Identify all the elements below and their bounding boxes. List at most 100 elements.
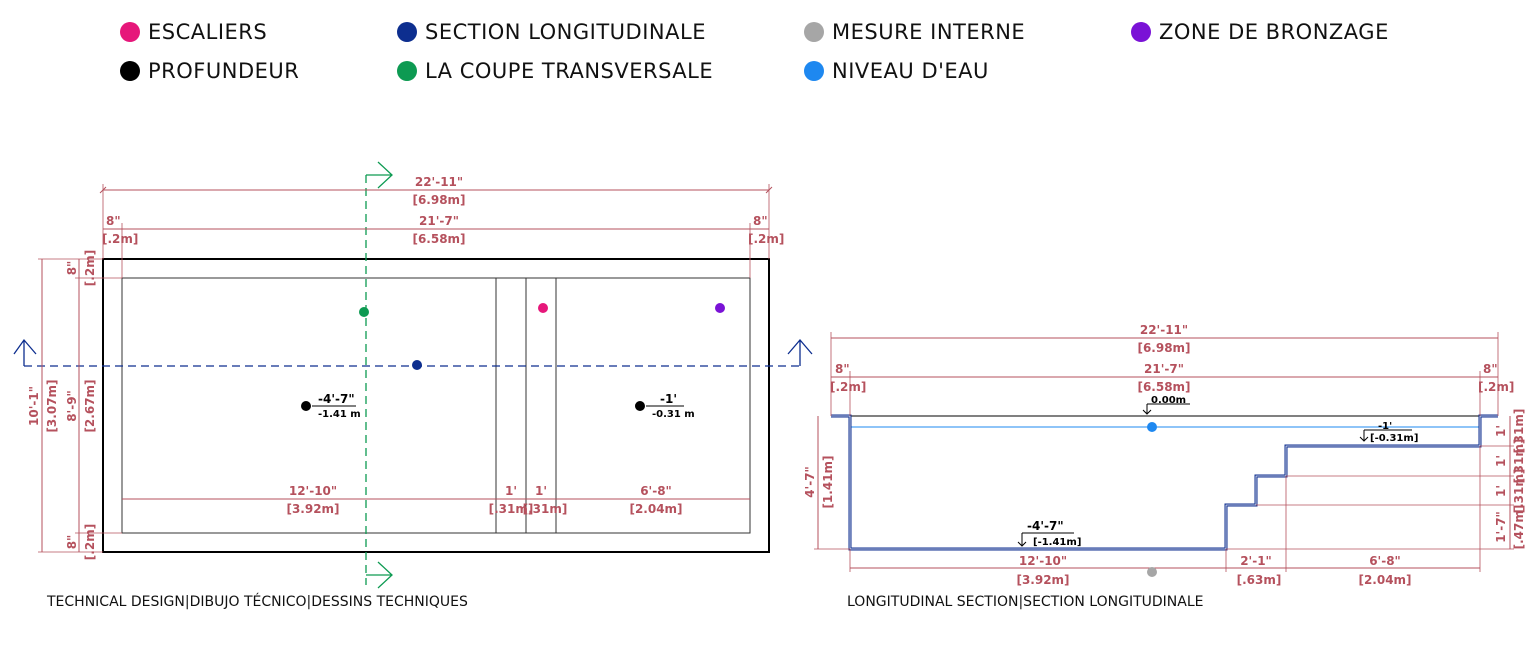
- legend-label: PROFUNDEUR: [148, 59, 300, 83]
- legend-label: ZONE DE BRONZAGE: [1159, 20, 1389, 44]
- plan-overall-width-ft: 10'-1": [27, 386, 41, 426]
- section-water-level: 0.00m: [1151, 395, 1186, 406]
- section-edge-right-ft: 8": [1483, 362, 1498, 376]
- plan-edge-top-m: [.2m]: [83, 250, 97, 286]
- plan-edge-bottom-ft: 8": [65, 535, 79, 550]
- pool-outer-outline: [102, 258, 770, 553]
- plan-overall-length-m: [6.98m]: [412, 193, 465, 207]
- tanning-zone-marker: [715, 303, 725, 313]
- caption-longitudinal-section: LONGITUDINAL SECTION|SECTION LONGITUDINA…: [847, 594, 1204, 610]
- level-arrow-icon: [1017, 533, 1027, 547]
- plan-deep-level-m: -1.41 m: [318, 409, 361, 420]
- legend-item-profundeur: PROFUNDEUR: [120, 59, 299, 83]
- plan-seg1-m: [3.92m]: [286, 502, 339, 516]
- legend-label: LA COUPE TRANSVERSALE: [425, 59, 714, 83]
- water-level-marker: [1147, 422, 1157, 432]
- legend-dot-icon: [804, 61, 824, 81]
- legend-item-coupe-transversale: LA COUPE TRANSVERSALE: [397, 59, 713, 83]
- section-seg1-m: [3.92m]: [1016, 573, 1069, 587]
- plan-inner-width-m: [2.67m]: [83, 379, 97, 432]
- legend-item-escaliers: ESCALIERS: [120, 20, 267, 44]
- plan-edge-top-ft: 8": [65, 261, 79, 276]
- depth-marker: [635, 401, 645, 411]
- section-inner-length-m: [6.58m]: [1137, 380, 1190, 394]
- plan-inner-width-ft: 8'-9": [65, 390, 79, 422]
- section-overall-length-ft: 22'-11": [1140, 323, 1188, 337]
- section-shallow-level-ft: -1': [1378, 421, 1392, 432]
- plan-view: -4'-7" -1.41 m -1' -0.31 m 22'-11" [6.98…: [13, 161, 813, 589]
- section-overall-length-m: [6.98m]: [1137, 341, 1190, 355]
- plan-shallow-level-m: -0.31 m: [652, 409, 695, 420]
- level-arrow-icon: [1359, 430, 1369, 442]
- plan-edge-right-ft: 8": [753, 214, 768, 228]
- plan-edge-left-ft: 8": [106, 214, 121, 228]
- caption-technical-design: TECHNICAL DESIGN|DIBUJO TÉCNICO|DESSINS …: [47, 594, 468, 610]
- section-inner-length-ft: 21'-7": [1144, 362, 1184, 376]
- plan-overall-length-ft: 22'-11": [415, 175, 463, 189]
- plan-seg2-ft: 1': [505, 484, 517, 498]
- legend-dot-icon: [120, 61, 140, 81]
- section-seg3-ft: 6'-8": [1369, 554, 1401, 568]
- section-arrow-icon: [13, 338, 37, 366]
- section-seg2-ft: 2'-1": [1240, 554, 1272, 568]
- legend-item-mesure-interne: MESURE INTERNE: [804, 20, 1025, 44]
- level-arrow-icon: [1142, 404, 1152, 415]
- section-step3-m: [.31m]: [1512, 469, 1526, 514]
- section-arrow-icon: [787, 339, 813, 366]
- section-shallow-depth-ft: 1'-7": [1494, 511, 1508, 543]
- plan-deep-level-ft: -4'-7": [318, 392, 355, 406]
- plan-inner-length-ft: 21'-7": [419, 214, 459, 228]
- plan-seg3-m: [.31m]: [523, 502, 568, 516]
- section-edge-left-m: [.2m]: [830, 380, 866, 394]
- plan-seg2-m: [.31m]: [489, 502, 534, 516]
- section-shallow-depth-m: [.47m]: [1512, 505, 1526, 550]
- section-arrow-icon: [366, 561, 393, 589]
- legend-dot-icon: [804, 22, 824, 42]
- legend-item-niveau-deau: NIVEAU D'EAU: [804, 59, 989, 83]
- internal-measure-marker: [1147, 567, 1157, 577]
- section-deep-level-m: [-1.41m]: [1033, 537, 1081, 548]
- section-edge-right-m: [.2m]: [1478, 380, 1514, 394]
- pool-inner-outline: [121, 277, 751, 534]
- plan-shallow-level-ft: -1': [660, 392, 677, 406]
- section-seg3-m: [2.04m]: [1358, 573, 1411, 587]
- section-step3-ft: 1': [1494, 485, 1508, 497]
- section-step2-m: [.31m]: [1512, 439, 1526, 484]
- legend-dot-icon: [120, 22, 140, 42]
- section-view: 0.00m -1' [-0.31m] -4'-7" [-1.41m] 22'-1…: [803, 323, 1526, 587]
- cross-section-marker: [359, 307, 369, 317]
- plan-seg4-m: [2.04m]: [629, 502, 682, 516]
- legend-dot-icon: [397, 61, 417, 81]
- section-shallow-level-m: [-0.31m]: [1370, 433, 1418, 444]
- legend-label: MESURE INTERNE: [832, 20, 1026, 44]
- legend-label: NIVEAU D'EAU: [832, 59, 989, 83]
- section-step1-ft: 1': [1494, 425, 1508, 437]
- legend-dot-icon: [397, 22, 417, 42]
- legend-item-section-longitudinale: SECTION LONGITUDINALE: [397, 20, 706, 44]
- plan-seg4-ft: 6'-8": [640, 484, 672, 498]
- plan-seg3-ft: 1': [535, 484, 547, 498]
- plan-seg1-ft: 12'-10": [289, 484, 337, 498]
- legend-label: SECTION LONGITUDINALE: [425, 20, 706, 44]
- plan-inner-length-m: [6.58m]: [412, 232, 465, 246]
- section-depth-ft: 4'-7": [803, 466, 817, 498]
- section-depth-m: [1.41m]: [821, 455, 835, 508]
- section-deep-level-ft: -4'-7": [1027, 519, 1064, 533]
- plan-edge-right-m: [.2m]: [748, 232, 784, 246]
- legend-item-zone-de-bronzage: ZONE DE BRONZAGE: [1131, 20, 1389, 44]
- section-edge-left-ft: 8": [835, 362, 850, 376]
- plan-edge-bottom-m: [.2m]: [83, 524, 97, 560]
- legend-label: ESCALIERS: [148, 20, 268, 44]
- legend-dot-icon: [1131, 22, 1151, 42]
- depth-marker: [301, 401, 311, 411]
- section-step2-ft: 1': [1494, 455, 1508, 467]
- section-seg1-ft: 12'-10": [1019, 554, 1067, 568]
- section-arrow-icon: [366, 161, 393, 189]
- section-step1-m: [.31m]: [1512, 409, 1526, 454]
- stairs-marker: [538, 303, 548, 313]
- section-seg2-m: [.63m]: [1237, 573, 1282, 587]
- longitudinal-section-marker: [412, 360, 422, 370]
- plan-overall-width-m: [3.07m]: [45, 379, 59, 432]
- plan-edge-left-m: [.2m]: [102, 232, 138, 246]
